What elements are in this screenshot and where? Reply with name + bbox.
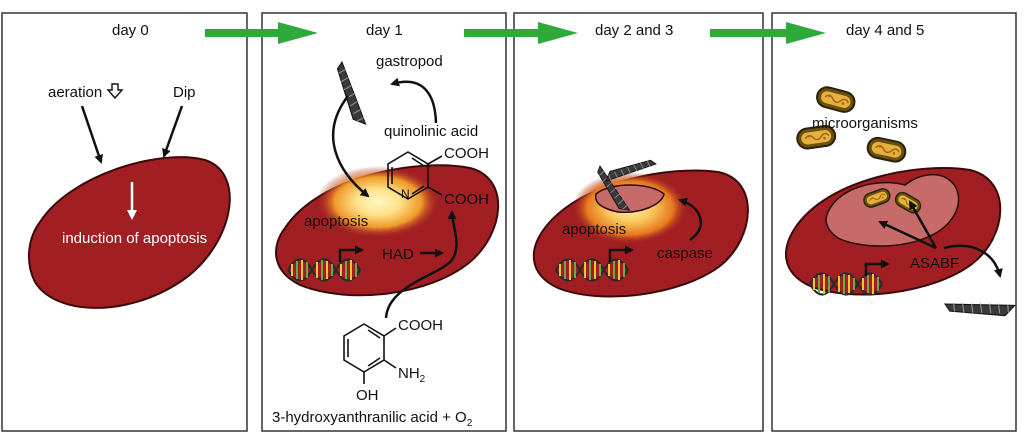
gene-arrow (338, 245, 364, 262)
gene-arrow (864, 259, 890, 276)
aeration-arrow (80, 105, 104, 164)
panel-day23: apoptosis caspase (532, 145, 749, 298)
induction-label: induction of apoptosis (62, 230, 207, 247)
compound-label: 3-hydroxyanthranilic acid + O2 (272, 409, 473, 429)
aeration-label: aeration (48, 84, 102, 101)
had-label: HAD (382, 246, 414, 263)
panel-day45: microorganisms ASABF (785, 84, 1018, 335)
day1-title: day 1 (366, 22, 403, 39)
progress-arrow-2 (464, 22, 578, 44)
ring-nitrogen: N (401, 187, 410, 201)
apoptosis-glow (316, 166, 440, 238)
nh2-label: NH2 (398, 365, 426, 385)
panel-day0: aeration Dip induction of apoptosis (28, 83, 231, 309)
gastropod-label: gastropod (376, 53, 443, 70)
asabf-to-microbe-arrow (908, 200, 938, 249)
panel-day1: gastropod quinolinic acid N COOH COOH ap… (272, 53, 500, 429)
quinolinic-acid-label: quinolinic acid (384, 123, 478, 140)
asabf-to-microbe-arrow (878, 220, 937, 250)
oh-label: OH (356, 387, 379, 404)
caspase-label: caspase (657, 245, 713, 262)
qa-to-gastropod-arrow (390, 77, 438, 124)
cooh-ring-label: COOH (444, 191, 489, 208)
quinolinic-acid-structure (387, 151, 443, 200)
gastropod-to-apoptosis-arrow (331, 95, 370, 198)
dip-label: Dip (173, 84, 196, 101)
progress-arrow-3 (710, 22, 826, 44)
microorganisms-label: microorganisms (812, 115, 918, 132)
haa-structure (343, 323, 397, 384)
hollow-down-arrow-icon (106, 83, 124, 100)
gene-arrow (608, 245, 634, 262)
egg-cell (28, 156, 231, 309)
asabf-to-gastropod-arrow (943, 244, 1003, 278)
caspase-arrow (678, 197, 702, 242)
dip-arrow (162, 105, 184, 158)
cooh-bottom-label: COOH (398, 317, 443, 334)
day23-title: day 2 and 3 (595, 22, 673, 39)
progress-arrow-1 (205, 22, 318, 44)
haa-to-qa-arrow (384, 210, 458, 319)
day45-title: day 4 and 5 (846, 22, 924, 39)
cooh-top-label: COOH (444, 145, 489, 162)
induction-down-arrow (127, 182, 137, 220)
asabf-label: ASABF (910, 255, 959, 272)
apoptosis-label: apoptosis (304, 213, 368, 230)
apoptosis-label: apoptosis (562, 221, 626, 238)
day0-title: day 0 (112, 22, 149, 39)
